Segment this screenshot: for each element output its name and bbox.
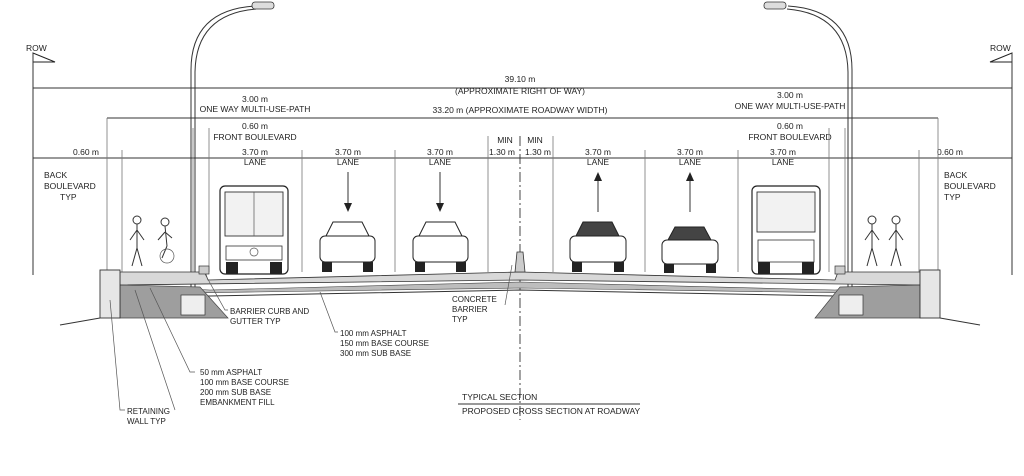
mup-right-label: ONE WAY MULTI-USE-PATH — [735, 101, 846, 111]
barrier-curb-note-1: BARRIER CURB AND — [230, 307, 309, 316]
back-blvd-left-l1: BACK — [44, 170, 67, 180]
street-light-left — [190, 1, 275, 310]
pedestrian-figures — [129, 215, 904, 267]
median-left-min: MIN — [497, 135, 513, 145]
median-right-min: MIN — [527, 135, 543, 145]
lane-5-label: LANE — [679, 157, 702, 167]
row-right-label: ROW — [990, 43, 1011, 53]
back-blvd-left-dim: 0.60 m — [73, 147, 99, 157]
back-blvd-left-l2: BOULEVARD — [44, 181, 96, 191]
street-light-right — [763, 1, 853, 310]
roadway-pavement-note-1: 100 mm ASPHALT — [340, 329, 407, 338]
row-width-note: (APPROXIMATE RIGHT OF WAY) — [455, 86, 585, 96]
lane-6-label: LANE — [772, 157, 795, 167]
lane-1-dim: 3.70 m — [242, 147, 268, 157]
retaining-wall-note-2: WALL TYP — [127, 417, 166, 426]
lane-3-label: LANE — [429, 157, 452, 167]
barrier-curb-note-2: GUTTER TYP — [230, 317, 281, 326]
path-pavement-note-4: EMBANKMENT FILL — [200, 398, 275, 407]
pedestrian-icon — [888, 215, 904, 267]
back-blvd-right-l1: BACK — [944, 170, 967, 180]
pedestrian-icon — [129, 215, 145, 267]
row-marker-right: ROW — [989, 43, 1013, 275]
concrete-barrier-note-1: CONCRETE — [452, 295, 497, 304]
bus-left — [219, 185, 289, 275]
mup-left-label: ONE WAY MULTI-USE-PATH — [200, 104, 311, 114]
retaining-wall-note-1: RETAINING — [127, 407, 170, 416]
down-arrow-icon — [436, 172, 444, 212]
pedestrian-icon — [864, 215, 880, 267]
cyclist-icon — [157, 217, 175, 264]
row-width-value: 39.10 m — [505, 74, 536, 84]
path-pavement-note-2: 100 mm BASE COURSE — [200, 378, 289, 387]
down-arrow-icon — [344, 172, 352, 212]
drawing-title: TYPICAL SECTION PROPOSED CROSS SECTION A… — [458, 392, 641, 416]
direction-arrows — [344, 172, 694, 212]
car-lane-2 — [319, 221, 376, 272]
median-right-dim: 1.30 m — [525, 147, 551, 157]
back-blvd-left-l3: TYP — [60, 192, 77, 202]
front-blvd-left-dim: 0.60 m — [242, 121, 268, 131]
concrete-barrier-note-2: BARRIER — [452, 305, 488, 314]
drawing-subtitle-text: PROPOSED CROSS SECTION AT ROADWAY — [462, 406, 641, 416]
path-pavement-note-3: 200 mm SUB BASE — [200, 388, 271, 397]
lane-4-label: LANE — [587, 157, 610, 167]
front-blvd-right-dim: 0.60 m — [777, 121, 803, 131]
up-arrow-icon — [686, 172, 694, 212]
lane-4-dim: 3.70 m — [585, 147, 611, 157]
section-gridlines — [106, 118, 939, 420]
front-blvd-left-label: FRONT BOULEVARD — [213, 132, 296, 142]
back-blvd-right-l3: TYP — [944, 192, 961, 202]
back-blvd-right-l2: BOULEVARD — [944, 181, 996, 191]
car-lane-3 — [412, 221, 469, 272]
car-lane-5 — [661, 226, 719, 273]
lane-6-dim: 3.70 m — [770, 147, 796, 157]
lane-5-dim: 3.70 m — [677, 147, 703, 157]
notes: BARRIER CURB AND GUTTER TYP 100 mm ASPHA… — [127, 295, 497, 426]
lane-3-dim: 3.70 m — [427, 147, 453, 157]
drawing-title-text: TYPICAL SECTION — [462, 392, 537, 402]
lane-1-label: LANE — [244, 157, 267, 167]
row-marker-left: ROW — [26, 43, 56, 275]
roadway-pavement-note-3: 300 mm SUB BASE — [340, 349, 411, 358]
mup-left-dim: 3.00 m — [242, 94, 268, 104]
dimension-lines: 39.10 m (APPROXIMATE RIGHT OF WAY) 33.20… — [33, 74, 1012, 202]
leader-lines — [109, 264, 513, 411]
car-lane-4 — [569, 221, 627, 272]
mup-right-dim: 3.00 m — [777, 90, 803, 100]
back-blvd-right-dim: 0.60 m — [937, 147, 963, 157]
median-left-dim: 1.30 m — [489, 147, 515, 157]
lane-2-label: LANE — [337, 157, 360, 167]
bus-right — [751, 185, 821, 275]
front-blvd-right-label: FRONT BOULEVARD — [748, 132, 831, 142]
row-left-label: ROW — [26, 43, 47, 53]
roadway-width-label: 33.20 m (APPROXIMATE ROADWAY WIDTH) — [433, 105, 608, 115]
roadway-pavement-note-2: 150 mm BASE COURSE — [340, 339, 429, 348]
concrete-barrier-note-3: TYP — [452, 315, 468, 324]
lane-2-dim: 3.70 m — [335, 147, 361, 157]
path-pavement-note-1: 50 mm ASPHALT — [200, 368, 262, 377]
up-arrow-icon — [594, 172, 602, 212]
